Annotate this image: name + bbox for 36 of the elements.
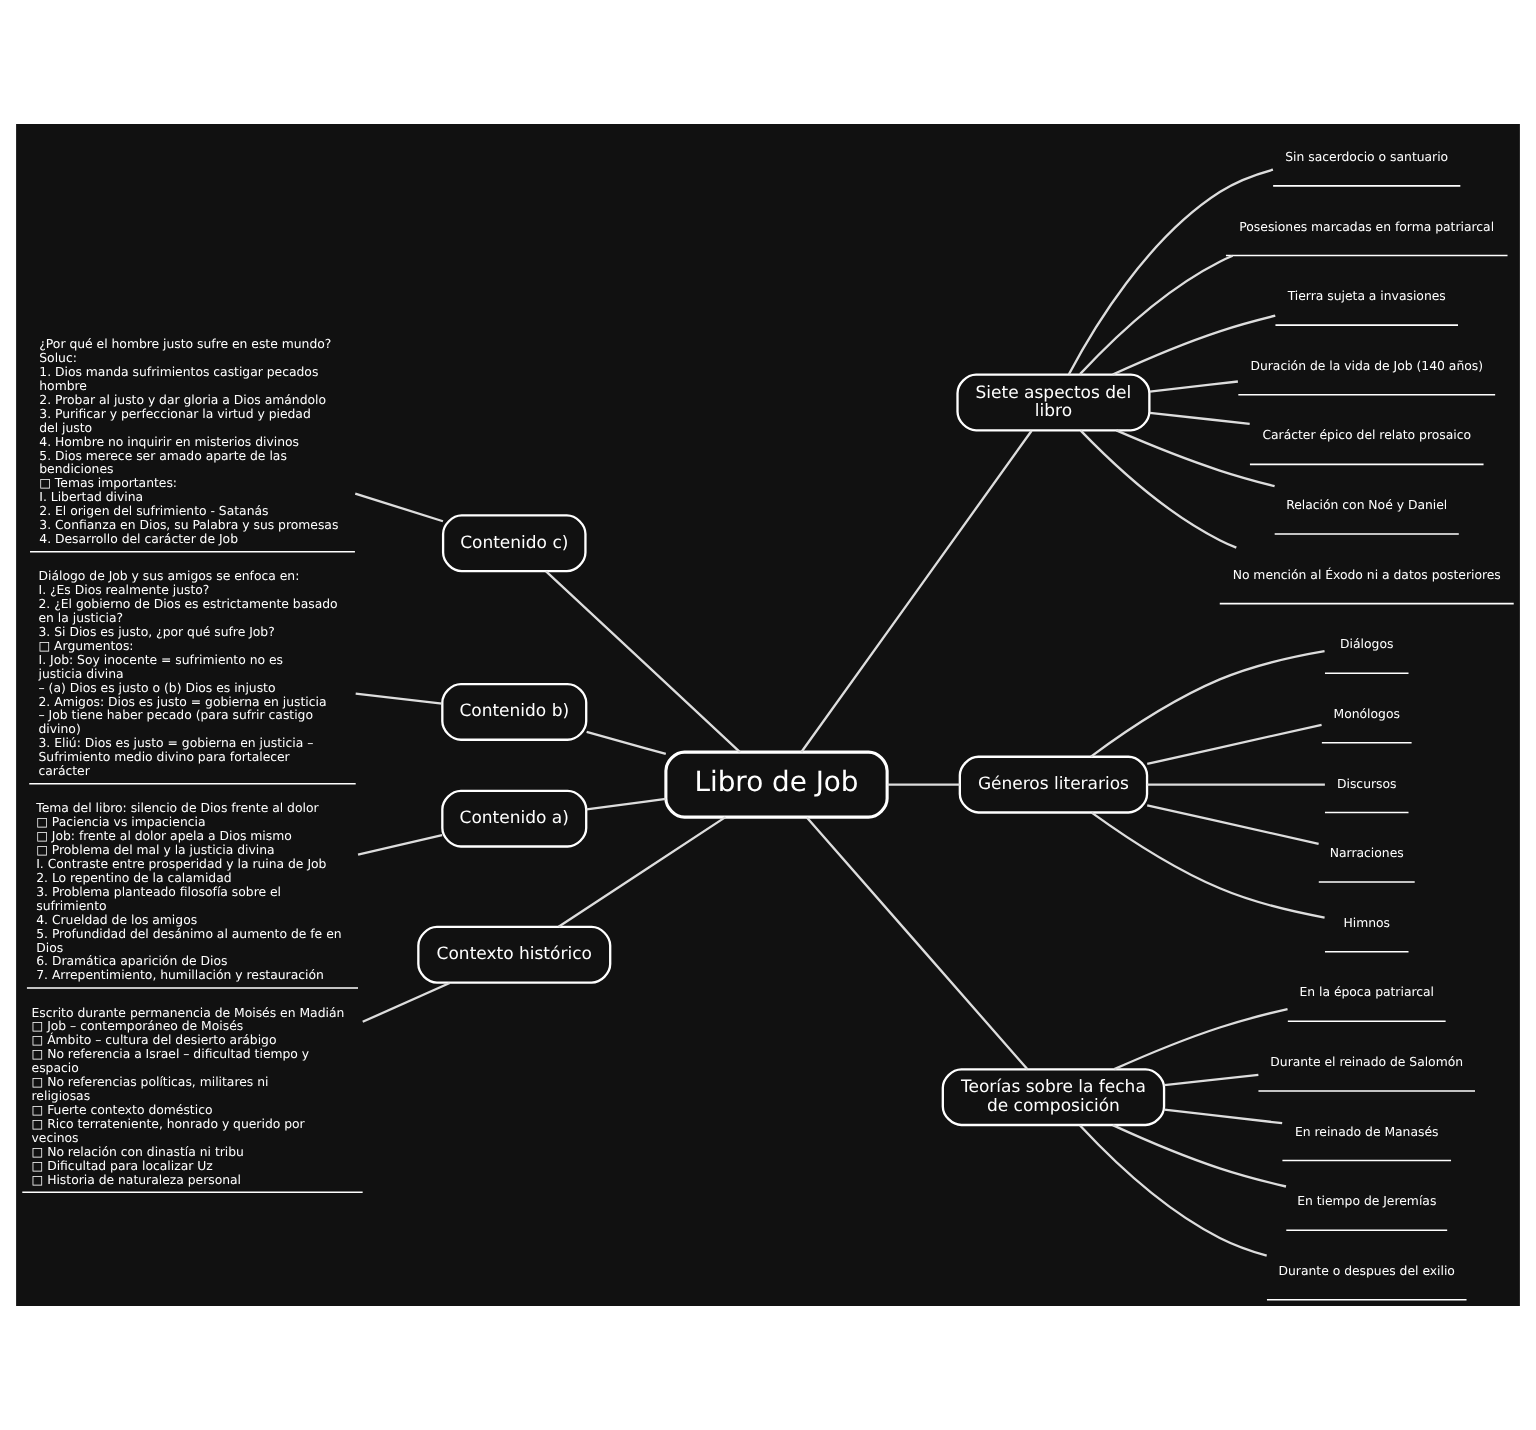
connector (586, 730, 667, 756)
connector (805, 816, 1029, 1071)
connector (1149, 380, 1238, 393)
connector (557, 816, 727, 928)
node-box: Contexto histórico (417, 925, 612, 984)
connector (1079, 429, 1237, 549)
connector (1112, 1124, 1287, 1188)
connector (1146, 804, 1319, 845)
connector (355, 692, 443, 705)
connector (1091, 811, 1325, 919)
connector (1112, 314, 1276, 376)
connector (1146, 723, 1322, 766)
node-box: Contenido a) (441, 789, 588, 848)
node-box: Contenido c) (441, 514, 587, 573)
node-box: Contenido b) (441, 682, 588, 741)
connector (1079, 254, 1234, 375)
connector (1090, 649, 1325, 758)
connector (1113, 1007, 1288, 1071)
connector (1164, 1108, 1283, 1125)
node-box: Libro de Job (664, 750, 889, 819)
node-box: Géneros literarios (958, 755, 1149, 814)
connector (887, 783, 960, 786)
connector (1149, 411, 1250, 425)
node-box: Teorías sobre la fecha de composición (941, 1068, 1166, 1127)
connector (1079, 1124, 1268, 1257)
connector (1164, 1073, 1259, 1087)
connector (362, 981, 451, 1023)
connector (1067, 168, 1274, 375)
connector (354, 492, 444, 523)
connector (586, 797, 666, 811)
node-box: Siete aspectos del libro (956, 373, 1151, 432)
connector (545, 570, 741, 753)
connector (357, 834, 443, 856)
connector (800, 430, 1033, 753)
connector (1115, 429, 1275, 488)
connector (1147, 783, 1325, 786)
